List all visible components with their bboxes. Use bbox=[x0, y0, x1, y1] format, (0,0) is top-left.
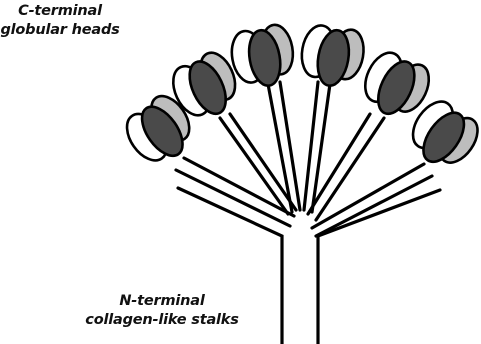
trunk-left-edge bbox=[178, 188, 282, 344]
stalk-4 bbox=[304, 82, 330, 212]
globular-head-3 bbox=[228, 22, 298, 91]
globular-head-4 bbox=[297, 22, 367, 91]
